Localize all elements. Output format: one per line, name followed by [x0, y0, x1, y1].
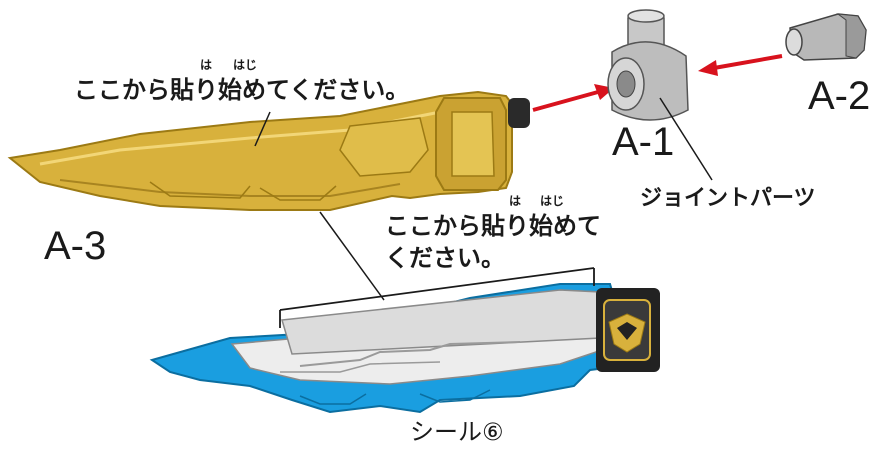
- leader-line-sticker: [319, 211, 385, 301]
- furigana-haji-mid: はじ: [540, 194, 565, 208]
- joint-parts-label: ジョイントパーツ: [640, 186, 816, 211]
- sticker-blade: [149, 283, 622, 414]
- rider-emblem-icon: [608, 313, 646, 353]
- part-a2: [785, 13, 867, 61]
- instruction-mid-line1: ここから貼り始めて: [385, 212, 601, 240]
- arrow-to-a2: [698, 54, 783, 76]
- leader-line-joint: [659, 97, 713, 181]
- gold-blade-part: [7, 90, 513, 211]
- furigana-haji-top: はじ: [233, 58, 258, 72]
- part-a3-label: A-3: [44, 224, 107, 268]
- seal-number-label: シール⑥: [410, 418, 504, 446]
- leader-line-top: [254, 111, 271, 147]
- instruction-top-label: ここから貼り始めてください。: [74, 76, 410, 104]
- furigana-ha-top: は: [200, 58, 213, 72]
- part-a1-label: A-1: [612, 120, 675, 164]
- part-a2-label: A-2: [808, 74, 871, 118]
- joint-part-a1: [607, 9, 689, 121]
- blade-peg: [508, 98, 530, 128]
- sticker-hilt: [596, 288, 660, 372]
- sticker-bracket: [279, 267, 595, 328]
- arrow-to-a1: [532, 84, 614, 112]
- instruction-mid-line2: ください。: [385, 244, 505, 272]
- furigana-ha-mid: は: [509, 194, 522, 208]
